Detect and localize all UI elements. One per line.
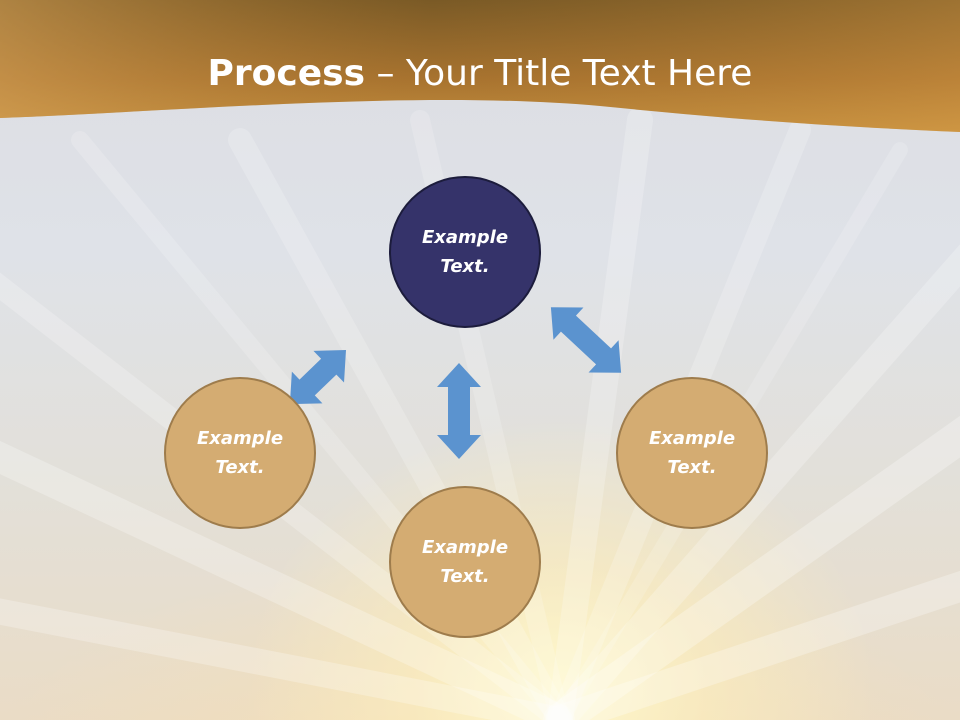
node-text-line2: Text. bbox=[215, 457, 265, 478]
process-node-right: Example Text. bbox=[616, 377, 768, 529]
title-bold: Process bbox=[207, 53, 366, 94]
process-node-top: Example Text. bbox=[389, 176, 541, 328]
slide-title: Process – Your Title Text Here bbox=[0, 50, 960, 98]
arrow-vertical bbox=[437, 363, 481, 459]
process-node-left: Example Text. bbox=[164, 377, 316, 529]
node-text-line1: Example bbox=[421, 537, 509, 558]
node-text-line1: Example bbox=[421, 227, 509, 248]
node-text-line2: Text. bbox=[667, 457, 717, 478]
title-rest: – Your Title Text Here bbox=[365, 53, 753, 94]
node-text-line2: Text. bbox=[440, 256, 490, 277]
process-node-bottom: Example Text. bbox=[389, 486, 541, 638]
arrow-top-right bbox=[550, 307, 622, 373]
node-text-line1: Example bbox=[196, 428, 284, 449]
arrow-top-left bbox=[289, 350, 346, 405]
node-text-line2: Text. bbox=[440, 566, 490, 587]
header-band bbox=[0, 0, 960, 132]
node-text-line1: Example bbox=[648, 428, 736, 449]
